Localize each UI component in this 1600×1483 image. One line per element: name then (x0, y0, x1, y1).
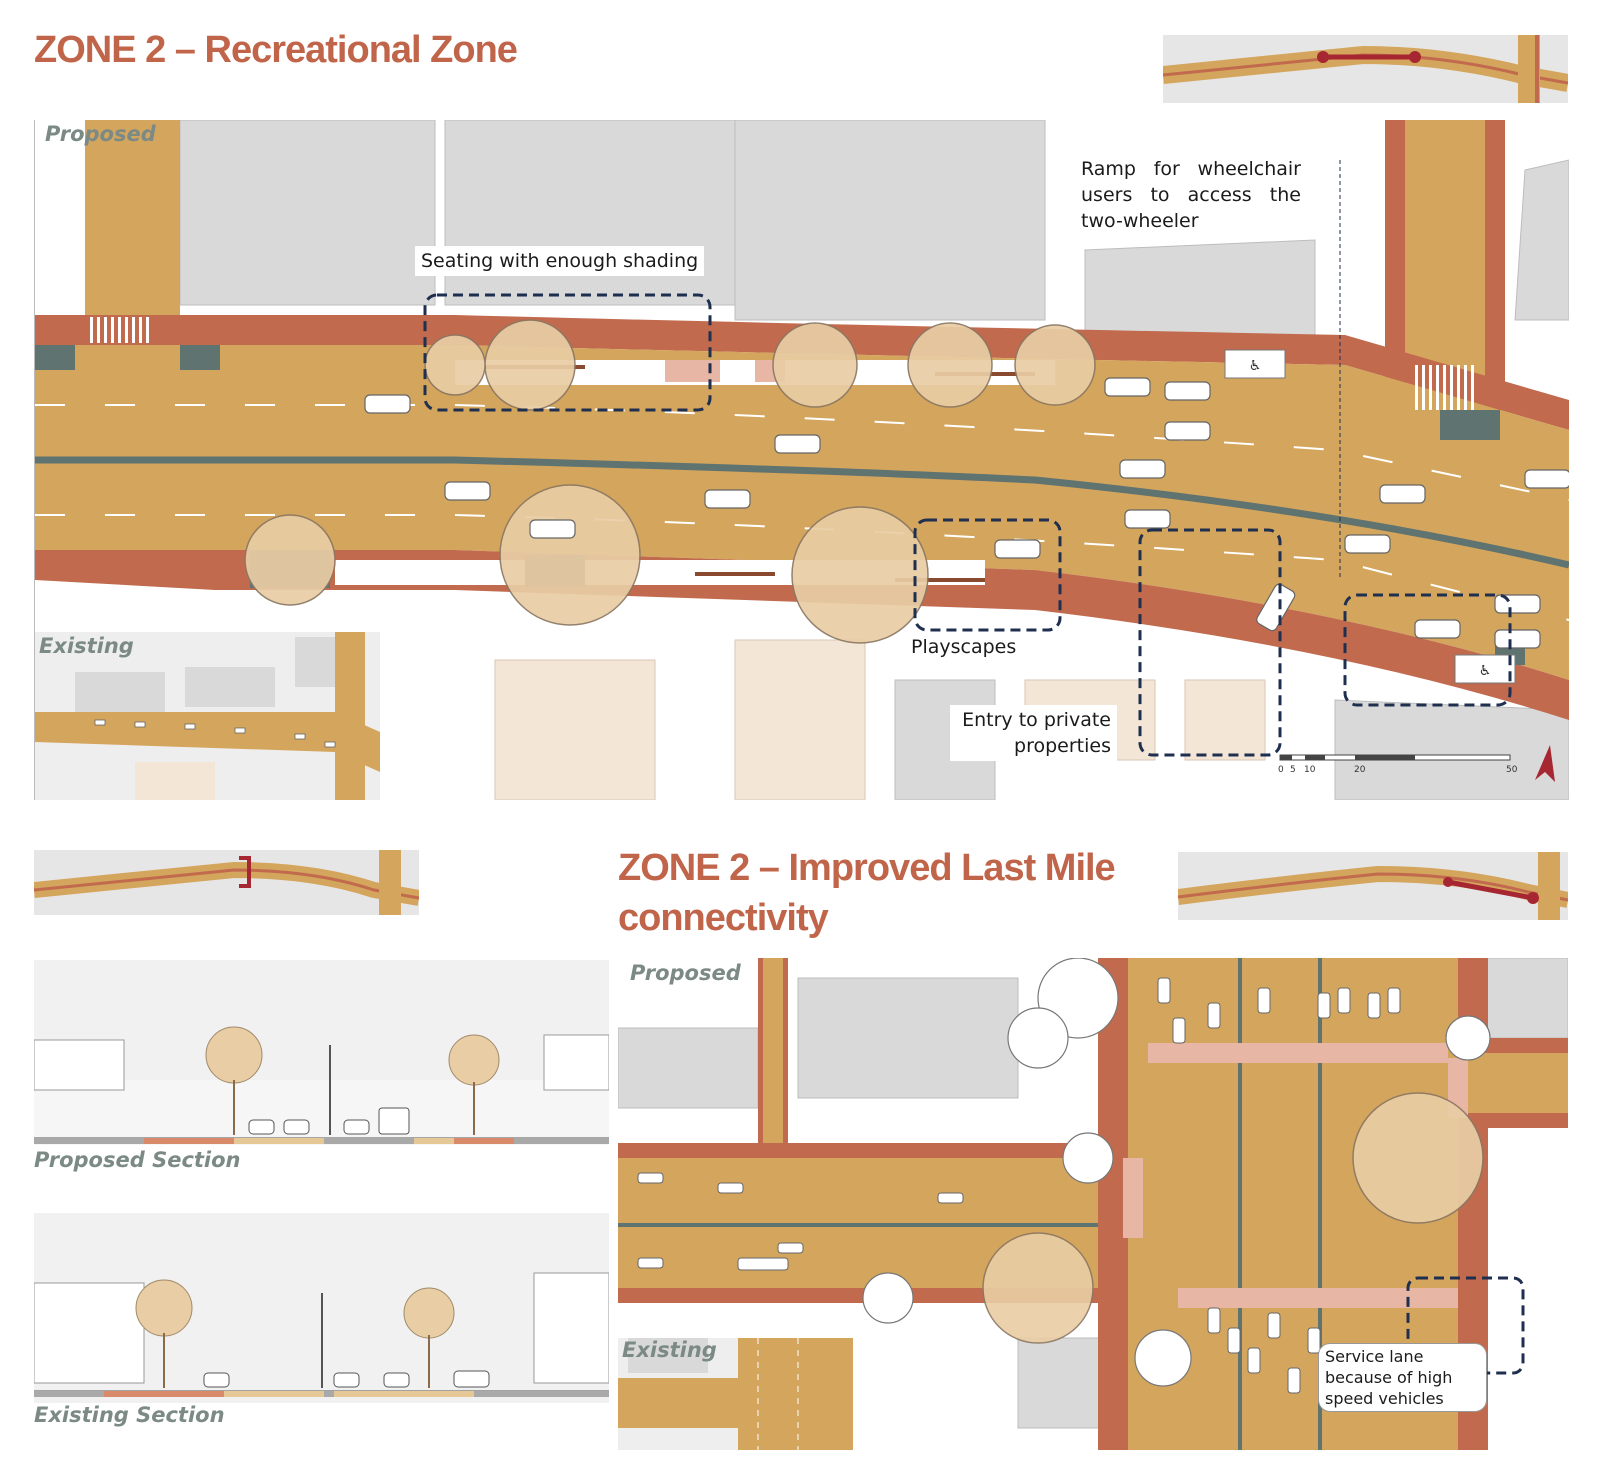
key-map-end-marker (1409, 51, 1421, 63)
callout-playscapes: Playscapes (905, 632, 1023, 662)
scale-label-10: 10 (1304, 765, 1316, 775)
accessible-parking-south (1454, 654, 1516, 684)
cars-bottom (637, 977, 1401, 1394)
callout-service-lane: Service lane because of high speed vehic… (1318, 1343, 1487, 1412)
buildings-north (179, 120, 1569, 351)
bench-4 (895, 578, 985, 582)
existing-inset-bottom-svg (618, 1338, 853, 1450)
zone-top-title: ZONE 2 – Recreational Zone (34, 29, 518, 71)
bottom-plan-panel: Proposed Existing Service lane because o… (618, 958, 1568, 1450)
south-footpath (35, 550, 1569, 720)
scale-label-50: 50 (1506, 765, 1518, 775)
building-2 (618, 1027, 759, 1109)
existing-inset-bottom: Existing (618, 1338, 853, 1450)
proposed-section-svg (34, 960, 609, 1144)
callout-boxes (423, 293, 1512, 757)
key-map-start-marker (1317, 51, 1329, 63)
trees-white (862, 958, 1491, 1387)
bench-3 (695, 572, 775, 576)
key-map-bottom-right (1178, 852, 1568, 920)
zone-bottom-title-line2: connectivity (618, 897, 829, 939)
existing-tag-top: Existing (39, 634, 134, 658)
buildings-south (494, 639, 1266, 800)
existing-section-panel (34, 1213, 609, 1403)
proposed-tag-top: Proposed (45, 122, 156, 146)
north-footpath (35, 315, 1569, 430)
west-median (618, 1223, 1158, 1227)
callout-entry: Entry to private properties (950, 705, 1117, 761)
scale-label-20: 20 (1354, 765, 1366, 775)
top-plan-svg: ♿ ♿ (35, 120, 1569, 800)
crosswalk-left (90, 317, 149, 343)
existing-inset-top-svg (35, 632, 380, 800)
callout-seating: Seating with enough shading (415, 246, 705, 276)
proposed-section-panel (34, 960, 609, 1145)
existing-section-svg (34, 1213, 609, 1403)
east-road (1458, 1053, 1568, 1113)
north-arrow-icon (1535, 745, 1555, 782)
tree-median (1352, 1092, 1484, 1224)
section-cut-marker (239, 856, 251, 888)
scale-bar (1279, 754, 1511, 761)
median (35, 456, 1569, 569)
seating-block-1 (665, 360, 720, 382)
existing-inset-top: Existing (35, 632, 380, 800)
scale-label-0: 0 (1278, 765, 1284, 775)
existing-tag-bottom: Existing (622, 1338, 717, 1362)
top-plan-panel: ♿ ♿ (34, 120, 1569, 800)
key-map-bottom-right-svg (1178, 852, 1568, 920)
building-1 (797, 977, 1019, 1099)
wheelchair-icon-north: ♿ (1249, 358, 1262, 374)
tree-corner (982, 1232, 1094, 1344)
zone-bottom-title-line1: ZONE 2 – Improved Last Mile (618, 847, 1116, 889)
wheelchair-icon-south: ♿ (1479, 663, 1492, 679)
key-map-br-end-marker (1527, 892, 1539, 904)
side-road-left (85, 120, 180, 320)
existing-section-label: Existing Section (34, 1403, 225, 1427)
scale-label-5: 5 (1290, 765, 1296, 775)
side-road-right (1405, 120, 1485, 410)
callout-ramp: Ramp for wheelchair users to access the … (1075, 154, 1307, 236)
proposed-section-label: Proposed Section (34, 1148, 241, 1172)
crosswalk-right (1415, 365, 1474, 410)
proposed-tag-bottom: Proposed (630, 961, 741, 985)
key-map-top-svg (1163, 35, 1568, 103)
side-road (763, 958, 783, 1158)
crosswalks-bottom (1123, 1043, 1468, 1308)
accessible-parking-north (1224, 349, 1286, 379)
key-map-bottom-left-svg (34, 850, 419, 915)
key-map-top (1163, 35, 1568, 103)
key-map-bottom-left (34, 850, 419, 915)
key-map-br-start-marker (1443, 877, 1453, 887)
